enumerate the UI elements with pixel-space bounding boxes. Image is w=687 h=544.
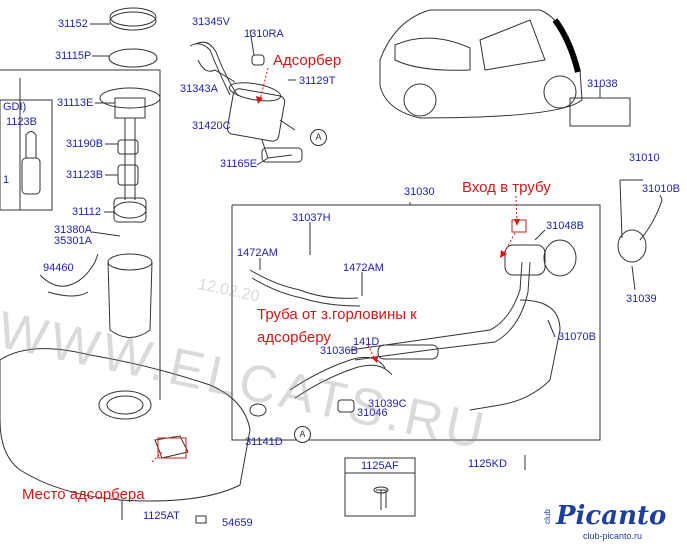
annotation-pipe-line1: Труба от з.горловины к	[257, 306, 417, 323]
part-31113E: 31113E	[57, 97, 94, 109]
part-31420C: 31420C	[192, 120, 231, 132]
part-31152: 31152	[58, 18, 88, 30]
part-31046: 31046	[357, 407, 388, 419]
part-94460: 94460	[43, 262, 74, 274]
pump-filter	[117, 139, 139, 155]
vapor-hose	[189, 43, 231, 96]
assembly-frame	[231, 204, 601, 441]
part-31343A: 31343A	[180, 83, 218, 95]
part-31129T: 31129T	[299, 75, 336, 87]
part-31380A: 31380A	[54, 224, 92, 236]
canister-location	[154, 435, 189, 459]
part-1125AF: 1125AF	[361, 460, 399, 472]
part-31039: 31039	[626, 293, 657, 305]
part-31038: 31038	[587, 78, 618, 90]
logo-club: club	[542, 509, 552, 524]
part-1: 1	[3, 174, 10, 186]
part-31165E: 31165E	[220, 158, 258, 170]
bolt-inset	[344, 457, 416, 517]
part-1125AT: 1125AT	[143, 510, 180, 522]
annotation-adsorber: Адсорбер	[273, 52, 342, 69]
part-1125KD: 1125KD	[468, 458, 507, 470]
part-31048B: 31048B	[546, 220, 584, 232]
part-35301A: 35301A	[54, 235, 92, 247]
fuel-tank	[0, 348, 251, 502]
part-31123B: 31123B	[66, 169, 104, 181]
vehicle	[379, 9, 583, 119]
o-ring	[108, 48, 158, 68]
part-31112: 31112	[72, 206, 101, 218]
part-1310RA: 1310RA	[244, 28, 284, 40]
part-31030: 31030	[404, 186, 435, 198]
part-31190B: 31190B	[66, 138, 104, 150]
annotation-location: Место адсорбера	[22, 486, 145, 503]
part-54659: 54659	[222, 517, 253, 529]
part-gdi: GDI)	[3, 101, 27, 113]
callout-a-bottom: A	[294, 426, 311, 443]
part-31070B: 31070B	[558, 331, 596, 343]
pump-frame	[0, 69, 161, 400]
fuel-pump	[113, 201, 147, 219]
logo-url: club-picanto.ru	[583, 531, 643, 541]
part-31345V: 31345V	[192, 16, 230, 28]
part-31039C: 31039C	[368, 398, 407, 410]
annotation-pipe-line2: адсорберу	[257, 329, 331, 346]
part-31141D: 31141D	[245, 436, 283, 448]
part-31037H: 31037H	[292, 212, 331, 224]
part-1472AM-b: 1472AM	[343, 262, 384, 274]
part-31010: 31010	[629, 152, 660, 164]
part-31115P: 31115P	[55, 50, 92, 62]
part-31010B: 31010B	[642, 183, 680, 195]
part-1472AM-a: 1472AM	[237, 247, 278, 259]
part-1123B: 1123B	[6, 116, 37, 128]
canister	[226, 88, 286, 142]
annotation-inlet: Вход в трубу	[462, 179, 551, 196]
part-141D: 141D	[353, 336, 380, 348]
logo-brand: Picanto	[556, 501, 667, 531]
lock-ring	[109, 7, 157, 27]
callout-a-top: A	[310, 129, 327, 146]
part-31036B: 31036B	[320, 345, 358, 357]
